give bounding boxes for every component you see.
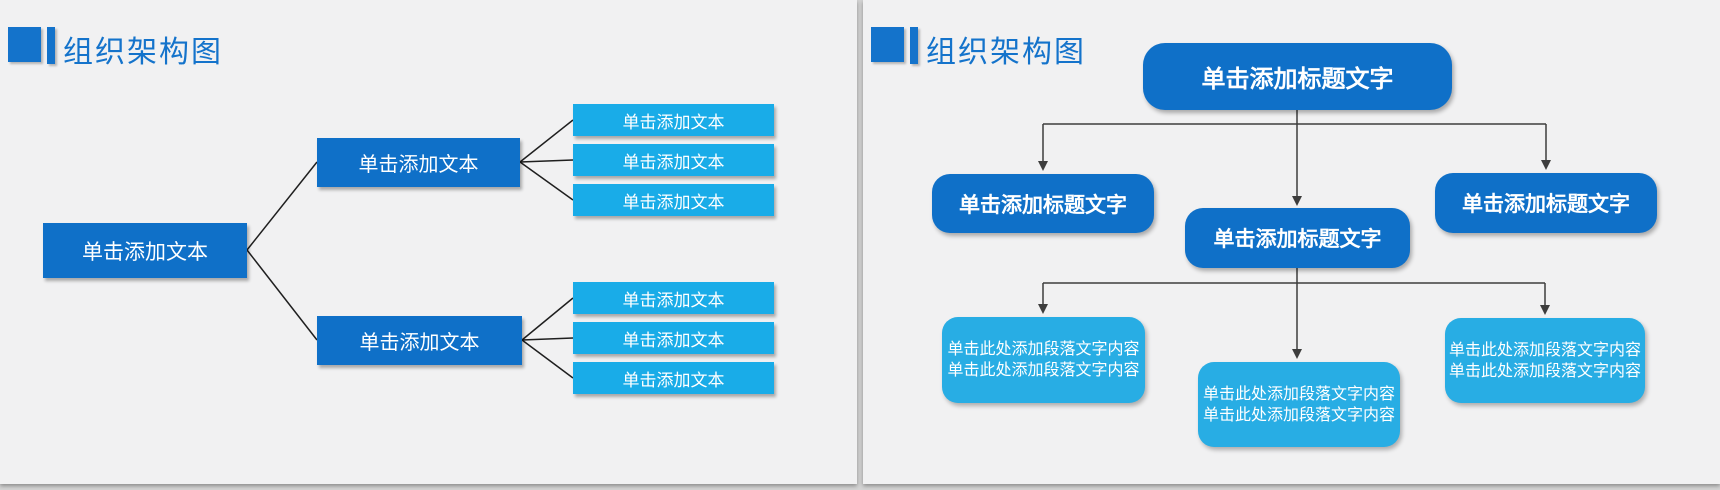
- paragraph-line: 单击此处添加段落文字内容: [947, 362, 1140, 379]
- paragraph-line: 单击此处添加段落文字内容: [1448, 362, 1641, 380]
- slide-right: 组织架构图 单击添加标题文字 单击添加标题文字: [863, 0, 1720, 484]
- slide-left: 组织架构图 单击添加文本 单击添加文本 单击添加文本 单击添加文本 单击添加文本…: [0, 0, 857, 484]
- leaf-node[interactable]: 单击添加文本: [573, 362, 774, 394]
- title-accent-bar-icon: [910, 27, 918, 64]
- title-accent-square-icon: [871, 27, 904, 62]
- paragraph-node-left[interactable]: 单击此处添加段落文字内容 单击此处添加段落文字内容: [942, 317, 1145, 403]
- paragraph-node-middle[interactable]: 单击此处添加段落文字内容 单击此处添加段落文字内容: [1198, 362, 1400, 447]
- paragraph-node-right[interactable]: 单击此处添加段落文字内容 单击此处添加段落文字内容: [1445, 318, 1645, 403]
- slide-title: 组织架构图: [63, 36, 223, 69]
- title-accent-square-icon: [8, 27, 41, 62]
- branch-node-top[interactable]: 单击添加文本: [317, 138, 520, 187]
- leaf-node[interactable]: 单击添加文本: [573, 184, 774, 216]
- paragraph-line: 单击此处添加段落文字内容: [1202, 385, 1395, 403]
- leaf-node[interactable]: 单击添加文本: [573, 322, 774, 354]
- root-node[interactable]: 单击添加文本: [43, 223, 247, 278]
- root-title-node[interactable]: 单击添加标题文字: [1143, 43, 1452, 110]
- paragraph-line: 单击此处添加段落文字内容: [1448, 341, 1641, 359]
- leaf-node[interactable]: 单击添加文本: [573, 104, 774, 136]
- title-node-middle[interactable]: 单击添加标题文字: [1185, 208, 1410, 268]
- leaf-node[interactable]: 单击添加文本: [573, 144, 774, 176]
- slide-title: 组织架构图: [926, 36, 1086, 69]
- title-accent-bar-icon: [47, 27, 55, 64]
- branch-node-bottom[interactable]: 单击添加文本: [317, 316, 522, 365]
- title-node-left[interactable]: 单击添加标题文字: [932, 174, 1154, 233]
- leaf-node[interactable]: 单击添加文本: [573, 282, 774, 314]
- title-node-right[interactable]: 单击添加标题文字: [1435, 173, 1657, 233]
- paragraph-line: 单击此处添加段落文字内容: [1202, 406, 1395, 424]
- paragraph-line: 单击此处添加段落文字内容: [947, 341, 1140, 358]
